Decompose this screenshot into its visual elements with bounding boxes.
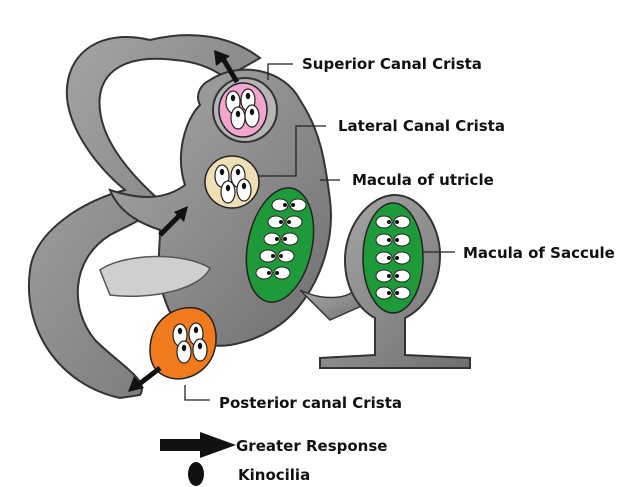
legend: Greater Response Kinocilia <box>160 432 387 486</box>
label-lateral-canal-crista: Lateral Canal Crista <box>338 117 505 135</box>
label-posterior-canal-crista: Posterior canal Crista <box>219 394 402 412</box>
legend-arrow-icon <box>160 432 236 458</box>
label-macula-saccule: Macula of Saccule <box>463 244 615 262</box>
macula-utricle <box>245 187 315 303</box>
superior-canal-crista <box>212 50 278 143</box>
label-macula-utricle: Macula of utricle <box>352 171 494 189</box>
lateral-arrow-icon <box>158 213 182 237</box>
legend-arrow-label: Greater Response <box>236 437 387 455</box>
leader-lines <box>184 63 455 401</box>
posterior-arrow-icon <box>136 366 162 387</box>
label-superior-canal-crista: Superior Canal Crista <box>302 55 482 73</box>
lateral-canal-crista <box>158 155 260 237</box>
posterior-canal-crista <box>128 306 217 392</box>
macula-saccule <box>362 202 424 314</box>
legend-kinocilia-label: Kinocilia <box>238 466 310 484</box>
kinocilia-icon <box>188 462 204 486</box>
superior-arrow-icon <box>219 55 240 84</box>
